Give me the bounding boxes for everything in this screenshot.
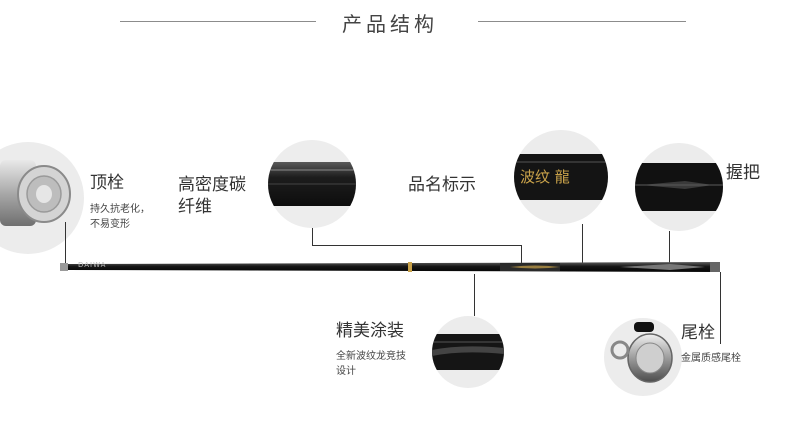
tail-plug-desc: 金属质感尾栓: [681, 353, 741, 364]
carbon-connector-vertical-left: [312, 228, 313, 245]
tail-plug-title: 尾栓: [681, 323, 715, 343]
top-plug-desc-line2: 不易变形: [90, 219, 130, 230]
header-line-left: [120, 21, 316, 22]
rod-brand-text: DAIWA: [78, 261, 107, 269]
carbon-connector-horizontal: [312, 245, 521, 246]
carbon-title-line1: 高密度碳: [178, 175, 246, 195]
name-mark-connector: [582, 224, 583, 266]
name-mark-detail-image: 波纹 龍: [514, 130, 608, 224]
tail-plug-connector: [720, 272, 721, 344]
coating-desc-line2: 设计: [336, 366, 356, 377]
coating-detail-image: [432, 316, 504, 388]
top-plug-title: 顶栓: [90, 173, 124, 193]
top-plug-desc-line1: 持久抗老化，: [90, 204, 150, 215]
page-title: 产品结构: [342, 12, 438, 36]
coating-title: 精美涂装: [336, 321, 404, 341]
fishing-rod: DAIWA: [60, 260, 730, 274]
tail-plug-detail-image: [604, 318, 682, 396]
carbon-detail-image: [268, 140, 356, 228]
carbon-title-line2: 纤维: [178, 197, 212, 217]
top-plug-connector: [65, 222, 66, 266]
header-line-right: [478, 21, 686, 22]
top-plug-detail-image: [0, 142, 84, 254]
name-mark-emblem: 波纹 龍: [520, 168, 570, 186]
grip-detail-image: [635, 143, 723, 231]
grip-connector: [669, 231, 670, 266]
carbon-connector-vertical-right: [521, 245, 522, 266]
grip-title: 握把: [726, 163, 760, 183]
name-mark-title: 品名标示: [408, 175, 476, 195]
coating-desc-line1: 全新波纹龙竞技: [336, 351, 406, 362]
coating-connector: [474, 274, 475, 316]
